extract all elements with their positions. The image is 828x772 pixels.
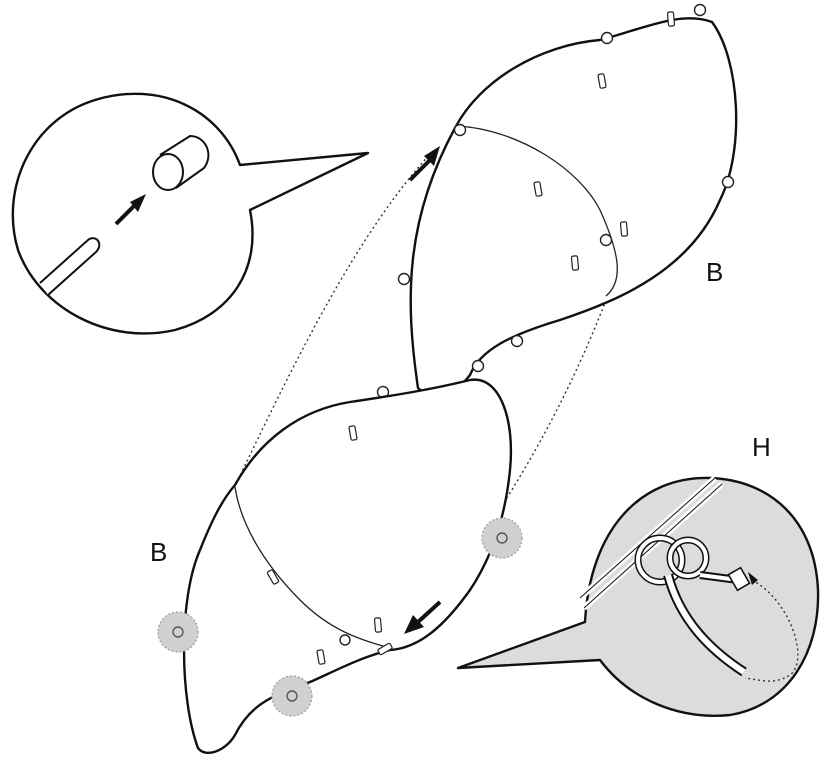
shaded-markers [157,517,523,717]
ring [453,123,467,137]
ring [339,634,351,646]
shaded-marker [157,611,199,653]
lower-organ-rings [339,634,351,646]
lower-organ-outline [182,378,513,754]
detail-bubble-right [456,475,820,717]
pin [666,11,676,27]
shaded-marker [481,517,523,559]
pin [377,642,393,656]
lower-organ-pins [266,425,393,665]
pin [348,425,358,441]
pin-insertion-icon [39,134,210,296]
pin [316,649,326,665]
upper-organ-inner-line [457,125,618,297]
ring [471,359,485,373]
connector-line-left [237,151,433,481]
detail-label: H [752,432,771,462]
upper-organ-outline [409,17,738,396]
ring [397,272,411,286]
lower-organ-inner-line [234,486,391,649]
shaded-marker-center [172,626,184,638]
pin [619,221,629,237]
shaded-marker-center [286,690,298,702]
ring [721,175,735,189]
detail-bubble-left-outline [11,92,370,335]
pin [373,617,383,633]
lower-view-label: B [150,537,167,567]
shaded-marker [271,675,313,717]
upper-organ [376,3,738,408]
pin [570,255,580,271]
pin [533,181,543,197]
detail-bubble-left [11,92,370,335]
knot-tie-icon [578,475,799,682]
upper-view-label: B [706,257,723,287]
direction-arrow-upper [408,146,440,182]
ring [693,3,707,17]
ring [510,334,524,348]
pin [266,569,280,585]
pin [597,73,607,89]
shaded-marker-center [496,532,508,544]
direction-arrow-lower [404,600,442,634]
ring [599,233,613,247]
ring [600,31,614,45]
lower-organ [157,378,523,754]
detail-bubble-right-outline [456,476,820,717]
